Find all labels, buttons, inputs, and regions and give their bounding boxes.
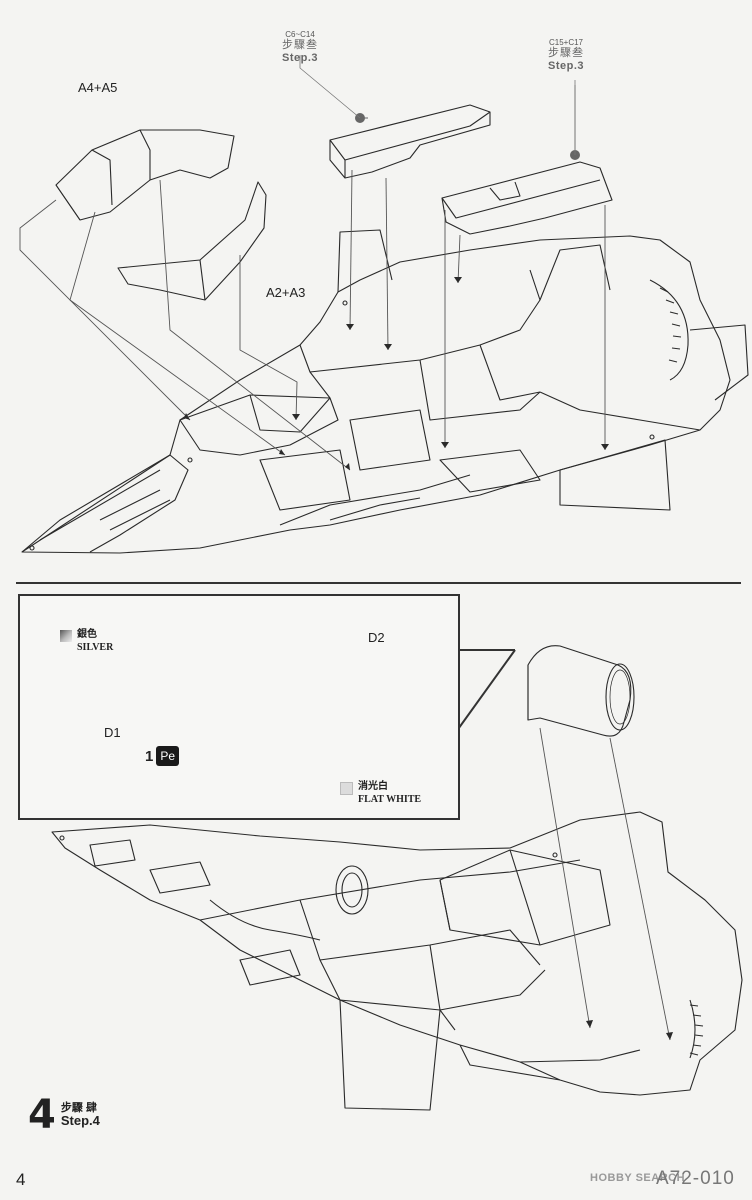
- pe-number: 1: [145, 747, 154, 765]
- ref-step-cn-right: 步驟叁: [548, 47, 584, 60]
- ref-step-en-left: Step.3: [282, 51, 319, 64]
- step-label-en: Step.4: [60, 1112, 100, 1128]
- ref-step-cn-left: 步驟叁: [282, 39, 318, 52]
- label-d2: D2: [368, 630, 385, 645]
- ref-step-en-right: Step.3: [548, 59, 585, 72]
- part-a4-a5: [55, 129, 235, 221]
- part-a2-a3: [117, 181, 267, 301]
- exhaust-cylinder-part: [527, 645, 635, 737]
- step-number: 4: [28, 1092, 56, 1138]
- color-key-flat-white: 消光白 FLAT WHITE: [340, 780, 421, 806]
- silver-swatch: [60, 630, 72, 642]
- photo-etch-ref: 1 Pe: [145, 746, 180, 766]
- part-c6-c14: [329, 104, 491, 179]
- label-d1: D1: [104, 725, 121, 740]
- label-a2-a3: A2+A3: [266, 285, 306, 300]
- step-indicator: 4 步驟 肆 Step.4: [28, 1095, 100, 1135]
- part-c15-c17: [441, 161, 613, 235]
- step-label-cn: 步驟 肆: [60, 1101, 97, 1114]
- ref-parts-right: C15+C17: [548, 38, 584, 47]
- color-key-silver: 銀色 SILVER: [60, 628, 113, 654]
- watermark-brand: HOBBY SEARCH: [590, 1172, 686, 1184]
- ref-parts-left: C6~C14: [285, 30, 315, 39]
- bottom-fuselage-drawing: [51, 727, 743, 1111]
- page-number: 4: [16, 1170, 26, 1189]
- flat-white-label-en: FLAT WHITE: [358, 794, 422, 805]
- flat-white-swatch: [340, 782, 353, 795]
- exhaust-callout-box: [18, 594, 460, 820]
- pe-badge: Pe: [156, 746, 180, 766]
- top-guide-lines: [19, 85, 606, 471]
- top-fuselage-drawing: [21, 229, 749, 554]
- flat-white-label-cn: 消光白: [358, 781, 388, 792]
- section-divider: [16, 582, 741, 584]
- silver-label-cn: 銀色: [77, 629, 97, 640]
- ref-step3-right: C15+C17 步驟叁 Step.3: [548, 38, 584, 72]
- ref-step3-left: C6~C14 步驟叁 Step.3: [282, 30, 318, 64]
- label-a4-a5: A4+A5: [78, 80, 118, 95]
- silver-label-en: SILVER: [77, 642, 114, 653]
- top-arrowheads: [184, 277, 609, 470]
- kit-code: A72-010: [656, 1168, 735, 1189]
